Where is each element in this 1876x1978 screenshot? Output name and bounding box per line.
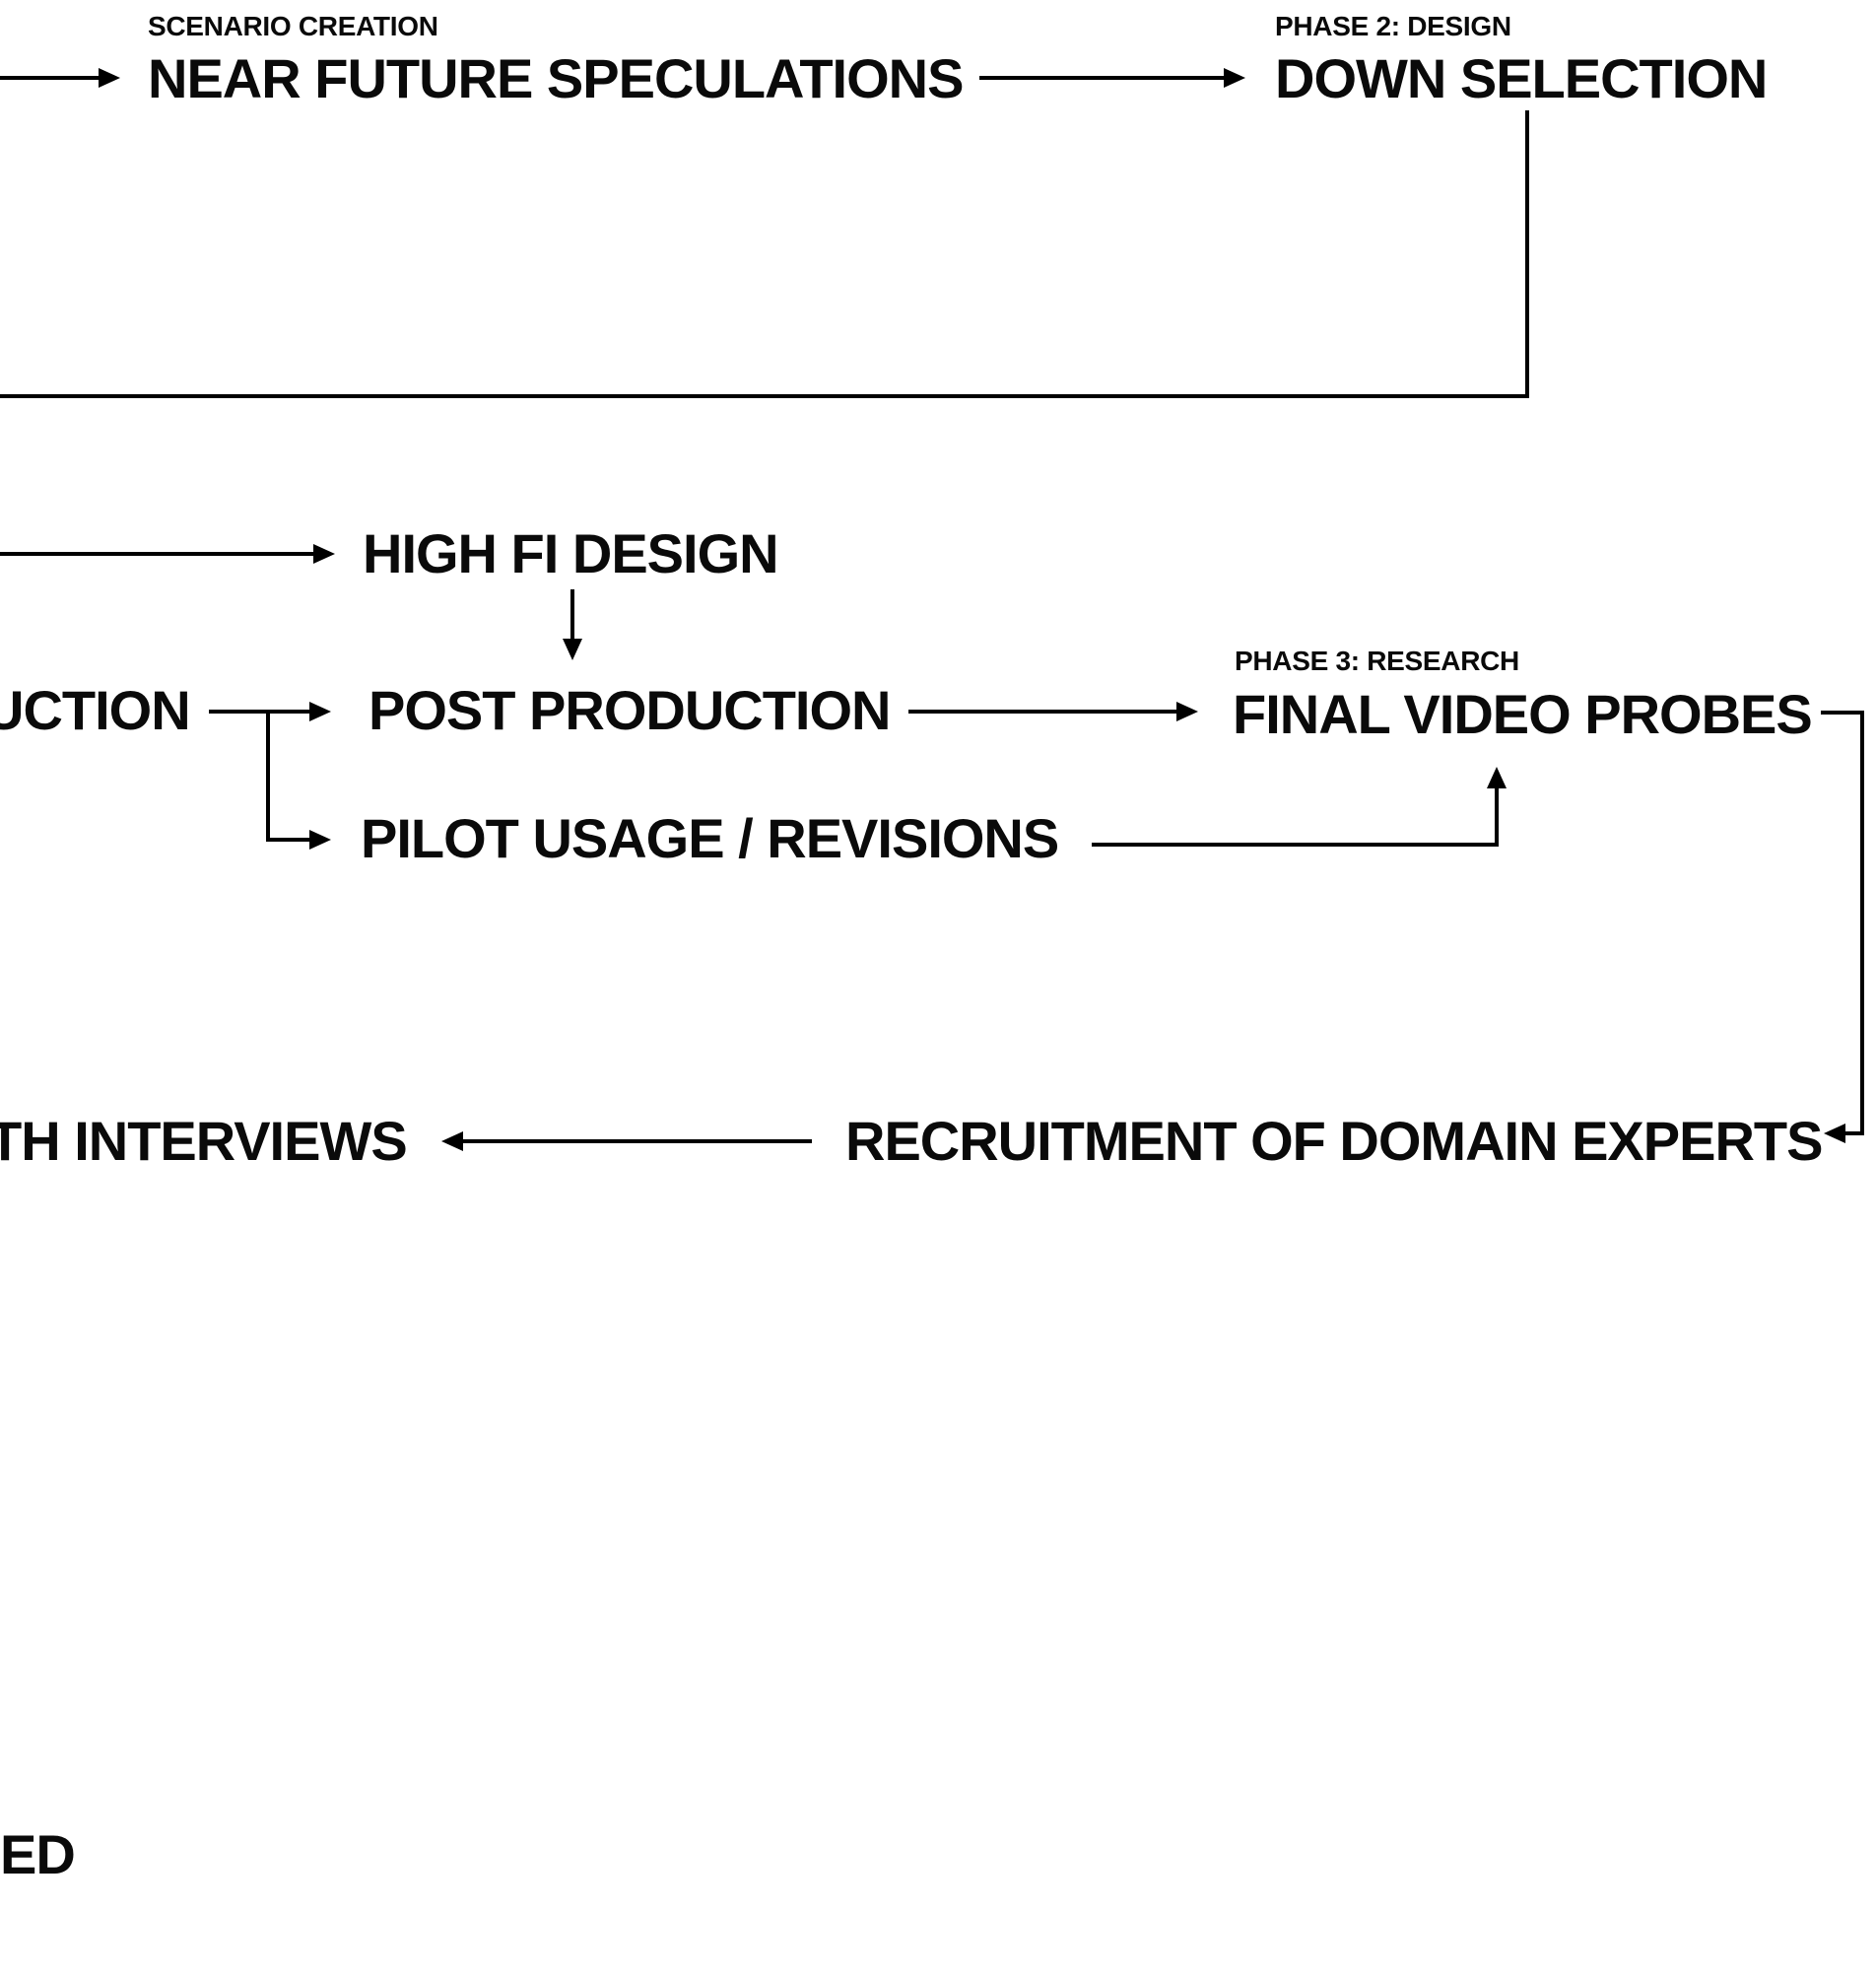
edge-final-probes-to-recruitment-bottom-line (1843, 1131, 1864, 1135)
edge-down-selection-horizontal-line (0, 394, 1529, 398)
edge-near-future-to-down-selection-arrowhead-icon (1224, 68, 1245, 88)
edge-post-production-to-final-probes-arrowhead-icon (1176, 702, 1198, 721)
edge-left-to-high-fi-arrowhead-icon (313, 544, 335, 564)
edge-production-branch-vertical-line (266, 710, 270, 842)
edge-final-probes-to-recruitment-top-line (1821, 711, 1864, 715)
edge-recruitment-to-interviews-line (463, 1139, 812, 1143)
node-interviews-cut-off: TH INTERVIEWS (0, 1110, 408, 1172)
node-recruitment-of-domain-experts: RECRUITMENT OF DOMAIN EXPERTS (845, 1110, 1823, 1172)
edge-recruitment-to-interviews-arrowhead-icon (441, 1131, 463, 1151)
phase-label-scenario-creation: SCENARIO CREATION (148, 11, 438, 41)
edge-pilot-to-final-probes-arrowhead-icon (1487, 767, 1507, 788)
edge-pilot-to-final-probes-vertical-line (1495, 786, 1499, 847)
edge-production-to-post-production-arrowhead-icon (309, 702, 331, 721)
edge-production-to-pilot-arrowhead-icon (309, 830, 331, 850)
edge-left-to-high-fi-line (0, 552, 313, 556)
node-near-future-speculations: NEAR FUTURE SPECULATIONS (148, 47, 964, 109)
node-ed-cut-off: ED (0, 1823, 76, 1885)
node-down-selection: DOWN SELECTION (1275, 47, 1768, 109)
edge-near-future-to-down-selection-line (979, 76, 1224, 80)
edge-pilot-to-final-probes-horizontal-line (1092, 843, 1499, 847)
edge-final-probes-to-recruitment-arrowhead-icon (1824, 1124, 1845, 1143)
edge-down-selection-vertical-line (1525, 110, 1529, 398)
edge-production-to-pilot-line (266, 838, 311, 842)
edge-final-probes-to-recruitment-vertical-line (1860, 711, 1864, 1135)
node-high-fi-design: HIGH FI DESIGN (363, 522, 779, 584)
edge-post-production-to-final-probes-line (908, 710, 1176, 714)
edge-high-fi-to-post-production-arrowhead-icon (563, 639, 582, 660)
node-post-production: POST PRODUCTION (368, 679, 891, 741)
node-final-video-probes: FINAL VIDEO PROBES (1233, 683, 1813, 745)
edge-left-to-near-future-arrowhead-icon (99, 68, 120, 88)
edge-left-to-near-future-line (0, 76, 100, 80)
edge-production-to-post-production-line (209, 710, 311, 714)
node-production-cut-off: UCTION (0, 679, 191, 741)
phase-label-phase2-design: PHASE 2: DESIGN (1275, 11, 1511, 41)
node-pilot-usage-revisions: PILOT USAGE / REVISIONS (361, 807, 1059, 869)
phase-label-phase3-research: PHASE 3: RESEARCH (1235, 646, 1519, 676)
edge-high-fi-to-post-production-line (570, 589, 574, 641)
